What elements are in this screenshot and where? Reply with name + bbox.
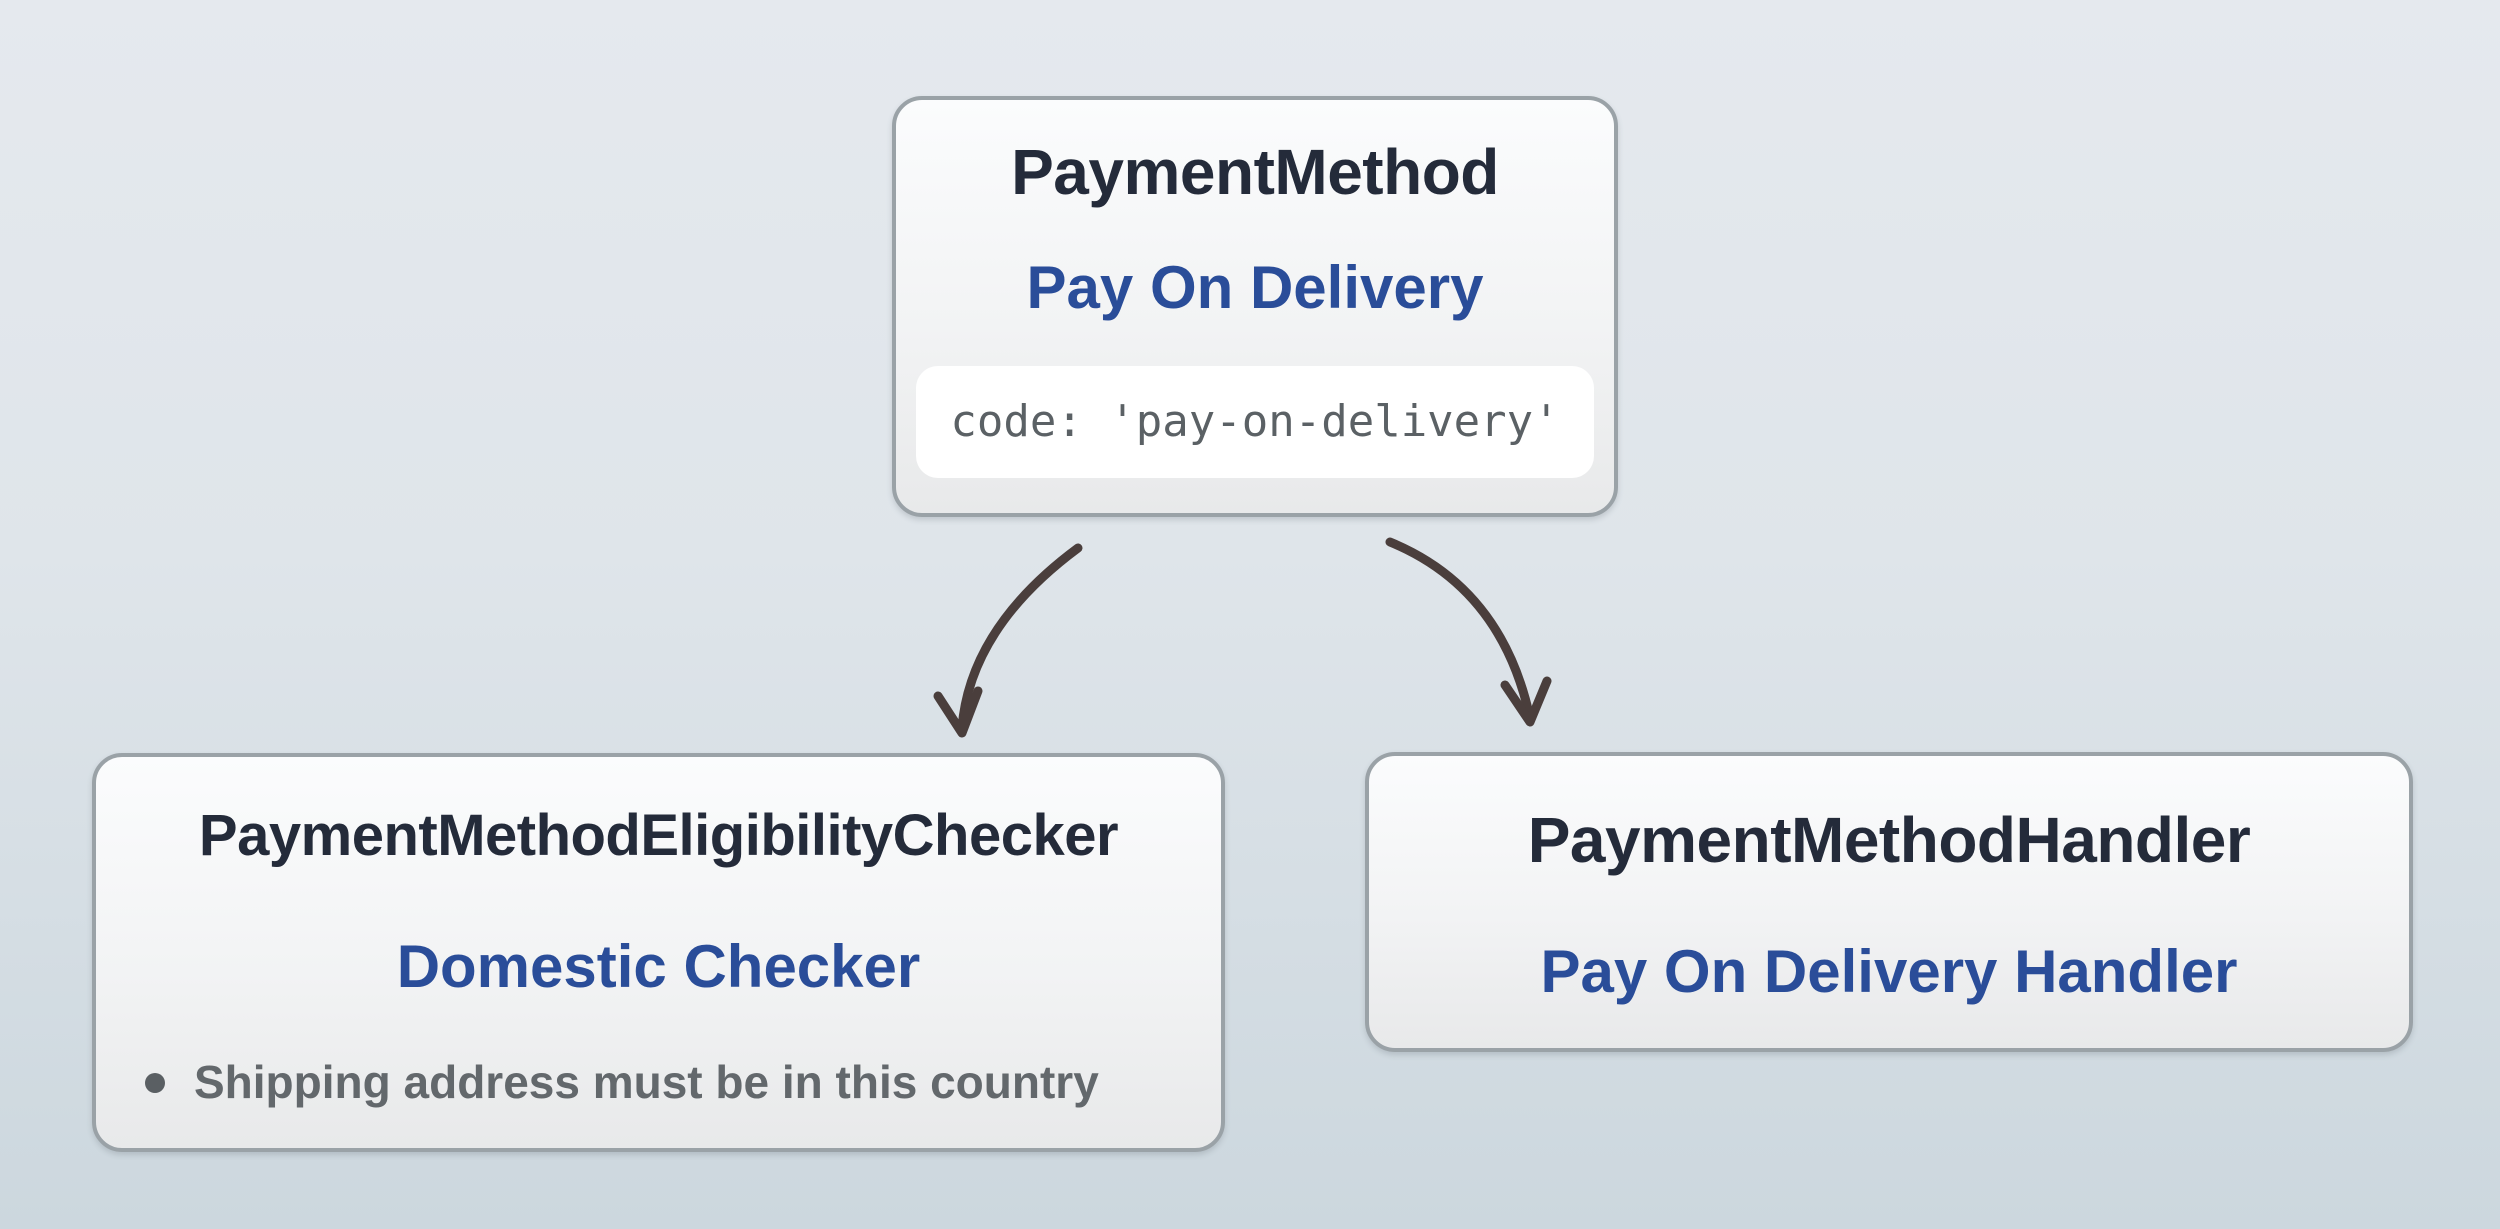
arrow-payment-to-eligibility-checker [933,543,1083,738]
payment-method-instance-name: Pay On Delivery [1026,254,1484,321]
payment-method-code-chip: code: 'pay-on-delivery' [916,366,1594,478]
eligibility-checker-instance-name: Domestic Checker [396,933,921,1000]
arrow-payment-to-handler [1385,537,1552,727]
eligibility-checker-class-name: PaymentMethodEligibilityChecker [198,803,1119,868]
node-eligibility-checker: PaymentMethodEligibilityChecker Domestic… [92,753,1225,1152]
eligibility-rule-text: Shipping address must be in this country [194,1056,1099,1108]
handler-instance-name: Pay On Delivery Handler [1540,938,2238,1005]
node-payment-method-handler: PaymentMethodHandler Pay On Delivery Han… [1365,752,2413,1052]
node-payment-method: PaymentMethod Pay On Delivery code: 'pay… [892,96,1618,517]
eligibility-rule-item: Shipping address must be in this country [145,1055,1099,1110]
handler-class-name: PaymentMethodHandler [1527,804,2251,876]
bullet-dot-icon [145,1072,165,1093]
payment-method-class-name: PaymentMethod [1011,136,1499,208]
